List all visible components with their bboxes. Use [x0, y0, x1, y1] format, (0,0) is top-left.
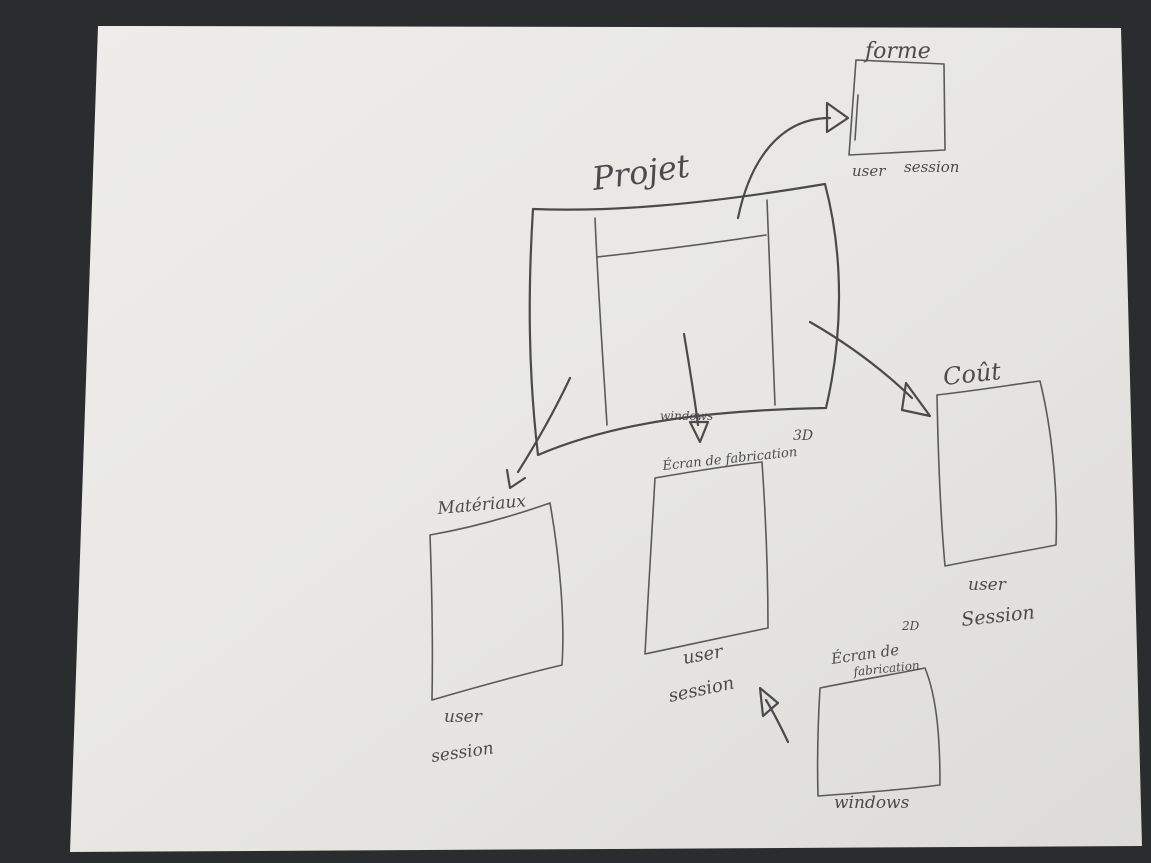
projet-left-pane-divider: [594, 217, 608, 426]
forme-title: forme: [863, 39, 931, 64]
ecran-2d-caption: windows: [834, 793, 910, 813]
node-ecran-2d: Écran de fabrication 2D windows: [816, 619, 941, 813]
edge-projet-ecran3d-line: [682, 332, 700, 427]
paper-sheet: [70, 26, 1142, 852]
cout-frame: [936, 380, 1058, 567]
materiaux-frame: [429, 502, 564, 701]
forme-caption-line2: session: [904, 158, 959, 176]
forme-caption-line1: user: [852, 162, 886, 180]
ecran-3d-frame: [644, 461, 769, 655]
edge-projet-forme-arrowhead: [825, 101, 850, 134]
edge-projet-ecran3d-arrowhead: [688, 420, 710, 444]
projet-frame: [528, 182, 841, 457]
projet-header-line: [596, 234, 767, 258]
forme-frame: [848, 59, 946, 156]
edge-ecran2d-ecran3d-line: [764, 698, 790, 744]
edge-projet-materiaux-arrowhead: [505, 468, 527, 490]
edge-projet-cout-arrowhead: [900, 381, 932, 418]
cout-title: Coût: [942, 357, 1003, 391]
ecran-3d-badge: 3D: [793, 428, 813, 444]
ecran-2d-badge: 2D: [901, 619, 920, 633]
edge-ecran2d-ecran3d-arrowhead: [758, 686, 780, 718]
edge-projet-cout-line: [808, 320, 914, 400]
forme-inner-line: [854, 94, 859, 141]
edge-projet-materiaux-line: [516, 376, 572, 474]
edges: [505, 101, 932, 744]
projet-inner-label: windows: [660, 409, 713, 423]
materiaux-caption-line1: user: [444, 707, 483, 727]
node-forme: forme user session: [848, 39, 959, 180]
cout-caption-line1: user: [968, 575, 1007, 595]
edge-projet-forme-line: [736, 116, 832, 220]
projet-right-pane-divider: [766, 199, 776, 406]
ecran-2d-frame: [816, 667, 941, 797]
